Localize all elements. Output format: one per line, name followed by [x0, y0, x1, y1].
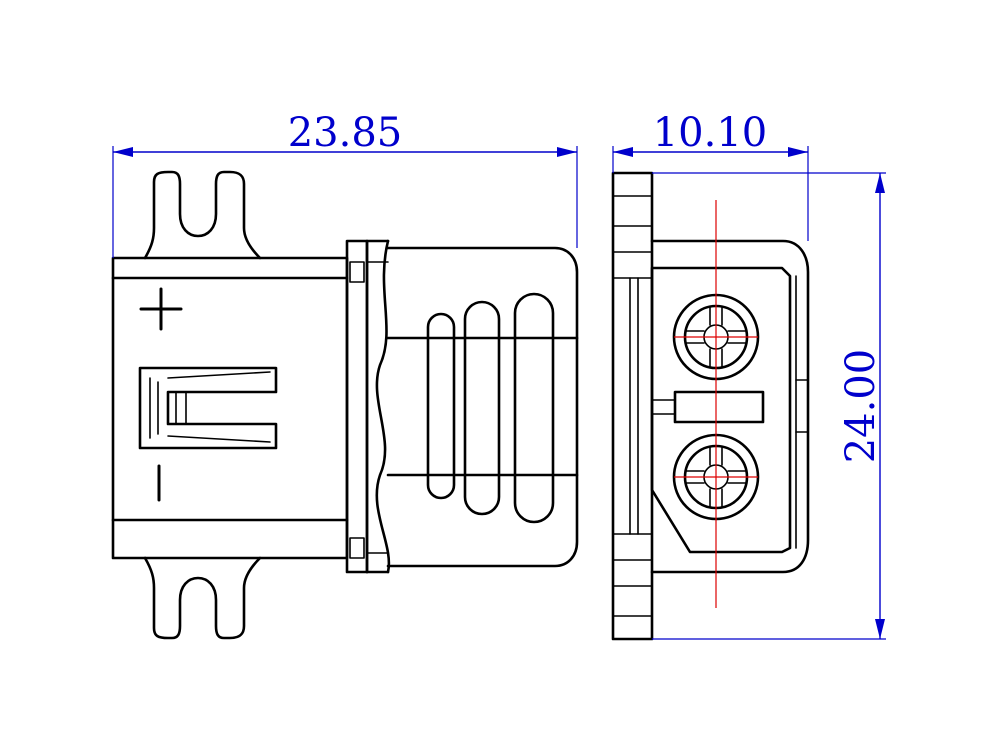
grip-section	[365, 239, 391, 574]
positive-symbol	[139, 287, 183, 331]
latch	[138, 366, 278, 450]
top-mounting-tab	[143, 170, 262, 260]
outer-shell	[650, 239, 810, 574]
side-view: 23.85	[111, 110, 579, 640]
center-key	[673, 390, 765, 424]
dimension-end-width: 10.10	[612, 110, 809, 241]
grip-rib-1	[426, 312, 456, 500]
inner-cavity	[650, 266, 792, 554]
grip-rib-2	[463, 300, 501, 516]
dimension-end-height: 24.00	[652, 172, 886, 640]
dimension-side-width: 23.85	[112, 110, 578, 258]
flange	[345, 239, 369, 574]
rear-cap	[386, 246, 579, 568]
mounting-plate	[611, 171, 654, 641]
grip-rib-3	[513, 292, 555, 524]
dimension-end-width-label: 10.10	[653, 110, 768, 156]
housing-body	[111, 256, 349, 560]
dimension-side-width-label: 23.85	[288, 110, 403, 156]
end-view: 10.10 24.00	[611, 110, 886, 641]
bottom-mounting-tab	[143, 556, 262, 640]
dimension-end-height-label: 24.00	[838, 349, 884, 464]
centerlines	[674, 200, 758, 608]
